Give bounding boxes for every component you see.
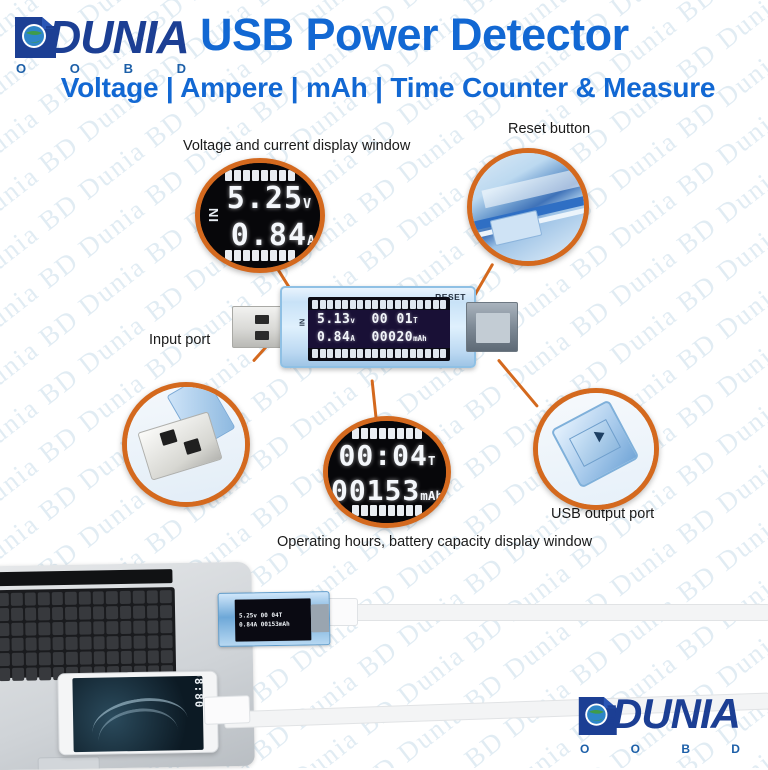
lcd-current-unit: A xyxy=(350,334,355,343)
lcd-capacity-unit: mAh xyxy=(413,334,427,343)
magnified-capacity-reading: 00153mAh xyxy=(330,473,444,507)
globe-logo-icon xyxy=(15,17,56,58)
scene-lcd-row-2: 0.84A 00153mAh xyxy=(239,620,290,629)
logo-wordmark: DUNIA xyxy=(48,11,190,63)
input-port-closeup xyxy=(127,387,245,502)
smartphone: 08:80 xyxy=(57,670,219,756)
lcd-voltage-unit: v xyxy=(350,316,355,325)
footer-logo-sub-letter-3: D xyxy=(731,742,740,756)
lcd-zoom-voltage-current: IN 5.25V 0.84A xyxy=(200,163,320,268)
magnified-capacity-unit: mAh xyxy=(420,487,444,503)
reset-button[interactable]: RESET xyxy=(435,292,466,302)
logo-sub-letter-3: D xyxy=(176,61,186,76)
phone-screen: 08:80 xyxy=(72,675,204,753)
globe-logo-icon-footer xyxy=(578,697,617,735)
magnifier-hours-capacity: 00:04T 00153mAh xyxy=(323,416,451,528)
magnified-voltage-value: 5.25 xyxy=(226,181,304,216)
footer-logo-sub-letter-1: O xyxy=(630,742,640,756)
lcd-time-unit: T xyxy=(413,316,418,325)
lcd-dot-bar-bottom xyxy=(200,249,320,262)
reset-button-closeup xyxy=(472,153,584,261)
usb-cable-top xyxy=(330,604,768,621)
callout-label-reset-button: Reset button xyxy=(508,121,591,137)
footer-logo-sub-letter-0: O xyxy=(580,742,590,756)
magnified-time-reading: 00:04T xyxy=(338,438,436,472)
lcd-segment-bar-top xyxy=(312,300,447,309)
device-lcd-screen: 5.13v 00 01T 0.84A 00020mAh xyxy=(308,297,450,361)
footer-logo-sub-letter-2: B xyxy=(681,742,690,756)
phone-clock: 08:80 xyxy=(191,675,204,709)
lcd-capacity-value: 00020 xyxy=(371,330,414,345)
lcd-time-value: 00 01 xyxy=(371,312,414,327)
lcd-row-voltage-time: 5.13v 00 01T xyxy=(317,311,450,329)
device-lcd-readout: 5.13v 00 01T 0.84A 00020mAh xyxy=(308,310,450,348)
laptop-hinge xyxy=(0,569,173,587)
logo-sub-letter-2: B xyxy=(123,61,133,76)
laptop-keyboard xyxy=(0,587,177,682)
footer-logo-sub-letters: O O B D xyxy=(580,742,740,756)
lcd-current-value: 0.84 xyxy=(317,330,351,345)
in-marker-label: IN xyxy=(206,207,221,223)
magnifier-voltage-current: IN 5.25V 0.84A xyxy=(195,158,325,273)
magnified-current-unit: A xyxy=(307,233,316,249)
usb-output-closeup xyxy=(538,393,654,505)
page-subtitle: Voltage | Ampere | mAh | Time Counter & … xyxy=(60,72,716,103)
magnifier-input-port xyxy=(122,382,250,507)
device-body: RESET IN 5.13v 00 01T 0.84A 00020mAh xyxy=(280,286,476,368)
callout-label-input-port: Input port xyxy=(149,332,211,348)
magnified-current-value: 0.84 xyxy=(230,218,308,253)
device-in-label: IN xyxy=(297,318,307,327)
scene-detector-screen: 5.25v 00 04T 0.84A 00153mAh xyxy=(234,598,312,642)
lcd-voltage-value: 5.13 xyxy=(317,312,351,327)
scene-usb-detector: 5.25v 00 04T 0.84A 00153mAh xyxy=(217,591,331,647)
page-title: USB Power Detector xyxy=(200,9,629,60)
header: DUNIA O O B D USB Power Detector Voltage… xyxy=(0,0,768,118)
usage-scene: 08:80 5.25v 00 04T 0.84A 00153mAh xyxy=(0,560,768,770)
brand-logo-bottom: DUNIA O O B D xyxy=(574,690,754,756)
cable-connector-bottom xyxy=(203,695,251,725)
lcd-row-current-capacity: 0.84A 00020mAh xyxy=(317,329,450,347)
magnifier-usb-output-port xyxy=(533,388,659,510)
usb-male-plug xyxy=(232,306,288,348)
magnified-voltage-unit: V xyxy=(303,196,312,212)
magnified-voltage-reading: 5.25V xyxy=(227,184,311,214)
brand-logo-top: DUNIA O O B D xyxy=(10,11,195,76)
footer-logo-wordmark: DUNIA xyxy=(612,690,741,737)
callout-label-usb-output-port: USB output port xyxy=(551,506,655,522)
product-diagram: Voltage and current display window Reset… xyxy=(0,110,768,570)
magnified-time-unit: T xyxy=(427,452,436,468)
logo-sub-letter-0: O xyxy=(16,61,27,76)
lcd-dot-bar-top xyxy=(200,169,320,182)
lcd-dot-bar-top-2 xyxy=(328,427,446,440)
lcd-dot-bar-bottom-2 xyxy=(328,504,446,517)
magnified-capacity-value: 00153 xyxy=(330,473,421,507)
callout-label-voltage-current: Voltage and current display window xyxy=(183,138,411,154)
scene-detector-plug xyxy=(310,604,331,633)
logo-sub-letter-1: O xyxy=(69,61,80,76)
lcd-segment-bar-bottom xyxy=(312,349,447,358)
lcd-zoom-hours-capacity: 00:04T 00153mAh xyxy=(328,421,446,523)
magnifier-reset-button xyxy=(467,148,589,266)
callout-label-hours-capacity: Operating hours, battery capacity displa… xyxy=(277,534,593,550)
magnified-current-reading: 0.84A xyxy=(231,221,315,251)
usb-female-port xyxy=(466,302,518,352)
usb-power-detector-device: RESET IN 5.13v 00 01T 0.84A 00020mAh xyxy=(232,286,518,368)
magnified-time-value: 00:04 xyxy=(338,438,428,472)
logo-sub-letters: O O B D xyxy=(16,61,186,76)
